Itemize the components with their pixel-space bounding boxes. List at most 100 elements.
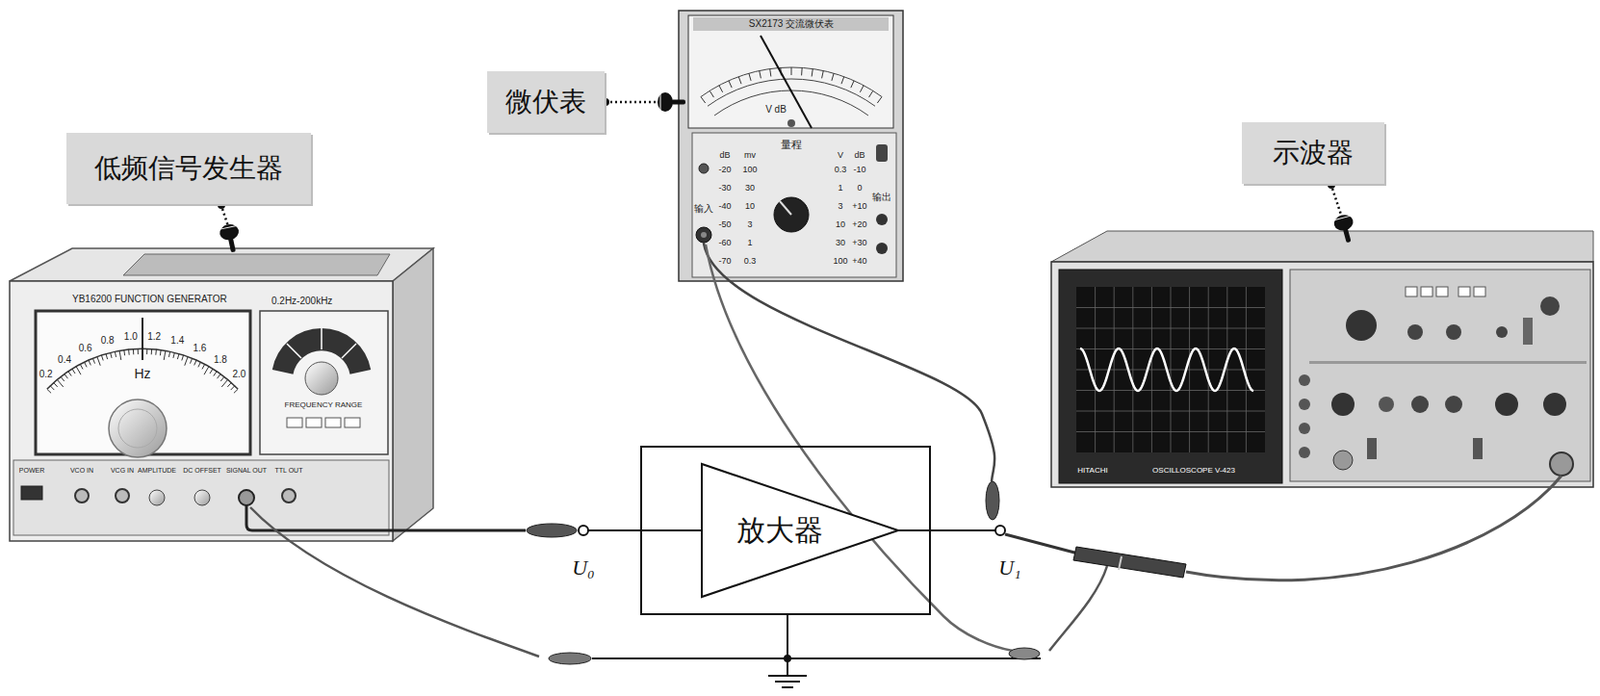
callout-box: 示波器 bbox=[1241, 122, 1385, 184]
panel-text: VCG IN bbox=[110, 466, 134, 474]
panel-text: HITACHI bbox=[1077, 466, 1108, 475]
panel-text: 30 bbox=[745, 183, 755, 193]
dial-ticks bbox=[105, 353, 108, 360]
dial-ticks bbox=[53, 382, 58, 387]
dial-ticks bbox=[60, 376, 65, 382]
micro-voltmeter bbox=[698, 163, 709, 174]
micro-voltmeter bbox=[779, 201, 792, 215]
panel-text: -60 bbox=[718, 238, 731, 248]
meter-scale bbox=[728, 80, 732, 88]
panel-text: 100 bbox=[742, 165, 757, 175]
panel-text: 0.2 bbox=[39, 369, 53, 380]
micro-voltmeter bbox=[678, 10, 904, 282]
panel-text: -40 bbox=[718, 202, 731, 211]
function-generator bbox=[344, 417, 361, 428]
oscilloscope bbox=[1298, 374, 1311, 387]
oscilloscope bbox=[1445, 324, 1462, 340]
function-generator bbox=[13, 460, 389, 536]
dial-ticks bbox=[68, 371, 72, 377]
oscilloscope bbox=[1051, 261, 1594, 488]
panel-text: mv bbox=[744, 151, 756, 160]
wiring bbox=[1005, 534, 1079, 554]
dial-ticks bbox=[221, 379, 228, 388]
panel-text: 1.0 bbox=[124, 332, 138, 342]
meter-scale bbox=[869, 90, 874, 98]
panel-text: -70 bbox=[718, 257, 731, 266]
dial-ticks bbox=[151, 348, 153, 355]
panel-text: SX2173 交流微伏表 bbox=[748, 19, 834, 29]
panel-text: 10 bbox=[745, 202, 755, 211]
dial-ticks bbox=[110, 352, 112, 359]
dial-ticks bbox=[202, 363, 206, 369]
panel-text: 0.4 bbox=[57, 355, 72, 365]
callout-leaders bbox=[218, 222, 244, 255]
function-generator bbox=[115, 489, 130, 503]
oscilloscope bbox=[1076, 286, 1265, 453]
screen-grid bbox=[1076, 389, 1265, 391]
panel-text: 0.3 bbox=[744, 257, 757, 266]
oscilloscope bbox=[1436, 286, 1448, 297]
panel-text: 100 bbox=[832, 257, 848, 266]
panel-text: 1.2 bbox=[147, 332, 161, 342]
micro-voltmeter bbox=[876, 213, 888, 226]
wiring bbox=[781, 686, 794, 689]
function-generator bbox=[9, 281, 393, 542]
panel-text: +40 bbox=[851, 257, 867, 266]
meter-scale bbox=[859, 85, 864, 93]
meter-scale bbox=[851, 80, 854, 88]
dial-ticks bbox=[209, 368, 213, 374]
meter-scale bbox=[877, 97, 882, 104]
panel-text: 3 bbox=[747, 220, 752, 230]
meter-scale bbox=[709, 90, 714, 98]
screen-grid bbox=[1076, 328, 1265, 330]
screen-grid bbox=[1076, 369, 1265, 371]
dial-ticks bbox=[217, 373, 222, 379]
dial-ticks bbox=[47, 388, 52, 393]
panel-text: 1.8 bbox=[213, 355, 228, 365]
meter-scale bbox=[714, 90, 869, 116]
dial-ticks bbox=[72, 368, 76, 374]
panel-text: 1.4 bbox=[170, 335, 184, 346]
panel-text: -10 bbox=[852, 165, 866, 175]
oscilloscope bbox=[1405, 286, 1418, 297]
dial-ticks bbox=[159, 349, 162, 356]
oscilloscope bbox=[1080, 348, 1254, 391]
oscilloscope bbox=[1309, 361, 1587, 364]
panel-text: V dB bbox=[765, 104, 787, 115]
dial-ticks bbox=[177, 353, 180, 360]
dial-ticks bbox=[198, 361, 202, 367]
micro-voltmeter bbox=[876, 144, 888, 162]
callout-leaders bbox=[1332, 188, 1342, 218]
dial-ticks bbox=[204, 365, 209, 375]
panel-text: +30 bbox=[851, 238, 867, 248]
function-generator bbox=[286, 343, 302, 359]
wiring bbox=[1049, 566, 1108, 651]
micro-voltmeter bbox=[876, 242, 888, 255]
dial-ticks bbox=[189, 358, 192, 364]
dial-ticks bbox=[119, 350, 122, 361]
callout-leaders bbox=[657, 92, 686, 112]
function-generator bbox=[286, 417, 303, 428]
panel-text: +10 bbox=[851, 202, 867, 211]
panel-text: 输出 bbox=[872, 192, 892, 203]
dial-ticks bbox=[76, 365, 81, 375]
function-generator bbox=[325, 417, 341, 428]
meter-scale bbox=[791, 67, 793, 76]
function-generator bbox=[305, 361, 338, 395]
panel-text: AMPLITUDE bbox=[137, 466, 177, 474]
oscilloscope bbox=[1290, 269, 1591, 482]
node-text: 放大器 bbox=[736, 516, 824, 545]
meter-scale bbox=[759, 70, 762, 78]
wiring bbox=[1186, 475, 1562, 581]
panel-text: DC OFFSET bbox=[182, 466, 222, 474]
oscilloscope bbox=[1473, 286, 1486, 297]
panel-text: VCO IN bbox=[70, 466, 94, 474]
panel-text: 10 bbox=[835, 220, 846, 230]
node-text: 示波器 bbox=[1272, 138, 1354, 169]
wiring bbox=[985, 481, 1000, 520]
dial-ticks bbox=[114, 351, 116, 358]
amplifier-triangle bbox=[701, 464, 899, 597]
dial-ticks bbox=[64, 373, 69, 379]
oscilloscope bbox=[1472, 438, 1483, 460]
